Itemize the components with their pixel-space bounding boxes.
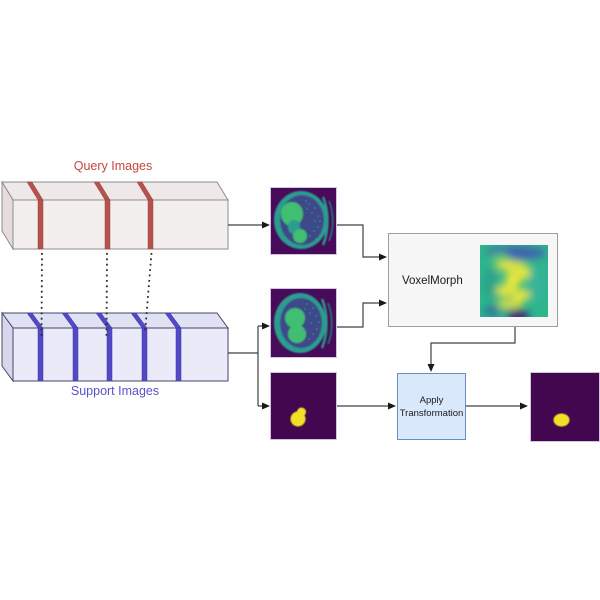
support-stripe-front-1 [37, 327, 44, 382]
query-stripe-front-3 [147, 199, 154, 250]
apply-transformation-label: Apply Transformation [399, 394, 464, 419]
query-volume-cube [1, 180, 229, 251]
arrowhead-support-to-ct [262, 322, 270, 330]
support-mask-image [270, 372, 337, 440]
arrow-support-split [228, 325, 262, 407]
arrowhead-queryct-to-voxelmorph [379, 253, 387, 261]
arrowhead-apply-to-output [520, 402, 528, 410]
arrow-queryct-to-voxelmorph [337, 224, 379, 258]
arrowhead-query-to-ct [262, 221, 270, 229]
support-volume-cube [1, 311, 229, 383]
support-stripe-front-4 [141, 327, 148, 382]
query-ct-image [270, 187, 337, 255]
dotted-line-1 [40, 252, 43, 337]
apply-transformation-box: Apply Transformation [397, 373, 466, 440]
support-images-label: Support Images [70, 384, 160, 398]
voxelmorph-label: VoxelMorph [402, 275, 463, 287]
dotted-line-2 [105, 252, 108, 337]
arrow-supportct-to-voxelmorph [337, 302, 379, 328]
query-slice-stripes [26, 181, 154, 250]
support-cube-front-face [12, 327, 229, 382]
query-stripe-front-1 [37, 199, 44, 250]
arrowhead-mask-to-apply [388, 402, 396, 410]
connector-arrows [228, 221, 528, 410]
support-stripe-front-2 [72, 327, 79, 382]
support-stripe-front-5 [175, 327, 182, 382]
arrowhead-field-to-apply [427, 364, 435, 372]
deformation-field-image [480, 245, 548, 317]
arrow-field-to-apply [430, 317, 516, 364]
support-ct-image [270, 288, 337, 358]
mask-blob [553, 413, 570, 427]
query-images-label: Query Images [73, 159, 153, 173]
query-stripe-front-2 [104, 199, 111, 250]
arrowhead-supportct-to-voxelmorph [379, 299, 387, 307]
voxelmorph-box: VoxelMorph [388, 233, 558, 327]
support-stripe-front-3 [106, 327, 113, 382]
mask-blob [290, 407, 306, 427]
ct-speckles [304, 303, 320, 343]
arrowhead-support-to-mask [262, 402, 270, 410]
support-slice-stripes [26, 312, 182, 382]
ct-speckles [305, 200, 321, 240]
output-mask-image [530, 372, 600, 442]
query-cube-front-face [12, 199, 229, 250]
